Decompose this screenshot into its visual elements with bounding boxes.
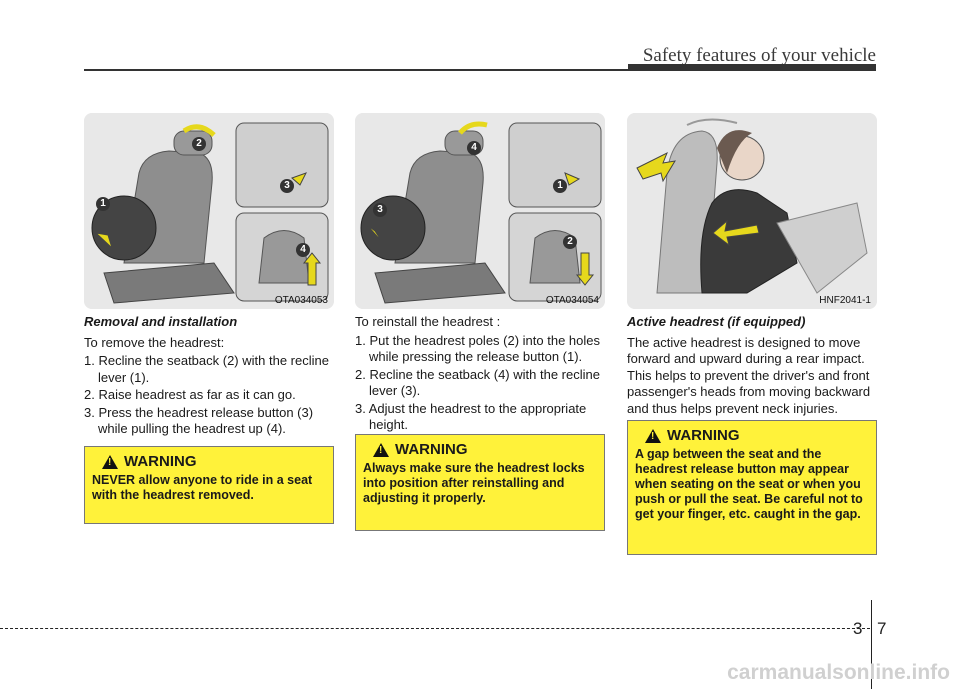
callout-3: 3	[280, 179, 294, 193]
image-caption: OTA034054	[545, 295, 599, 306]
active-headrest-body: The active headrest is designed to move …	[627, 334, 871, 416]
removal-step-2: 2. Raise headrest as far as it can go.	[84, 387, 296, 402]
reinstall-intro: To reinstall the headrest :	[355, 314, 501, 329]
warning-body: Always make sure the headrest locks into…	[363, 461, 585, 505]
warning-body: NEVER allow anyone to ride in a seat wit…	[92, 473, 313, 502]
active-headrest-heading: Active headrest (if equipped)	[627, 314, 806, 329]
warning-box-reinstall: WARNING Always make sure the headrest lo…	[355, 434, 605, 531]
header-tab	[628, 64, 876, 71]
page-number: 7	[877, 619, 887, 638]
callout-3: 3	[373, 203, 387, 217]
active-headrest-column: Active headrest (if equipped) The active…	[627, 314, 879, 419]
warning-box-active-headrest: WARNING A gap between the seat and the h…	[627, 420, 877, 555]
warning-icon	[373, 442, 389, 457]
warning-icon	[102, 454, 118, 469]
callout-2: 2	[192, 137, 206, 151]
warning-title: WARNING	[395, 441, 468, 458]
removal-column: Removal and installation To remove the h…	[84, 314, 336, 439]
seat-reinstall-illustration: 1 2 3 4 OTA034054	[355, 113, 605, 309]
chapter-number: 3	[853, 619, 863, 638]
warning-box-removal: WARNING NEVER allow anyone to ride in a …	[84, 446, 334, 524]
active-headrest-illustration: HNF2041-1	[627, 113, 877, 309]
callout-1: 1	[553, 179, 567, 193]
reinstall-step-3: 3. Adjust the headrest to the appropriat…	[355, 400, 587, 433]
removal-heading: Removal and installation	[84, 314, 238, 329]
warning-title: WARNING	[667, 427, 740, 444]
reinstall-step-2: 2. Recline the seatback (4) with the rec…	[355, 366, 600, 399]
warning-title: WARNING	[124, 453, 197, 470]
callout-4: 4	[467, 141, 481, 155]
watermark: carmanualsonline.info	[727, 661, 950, 684]
callout-2: 2	[563, 235, 577, 249]
reinstall-step-1: 1. Put the headrest poles (2) into the h…	[355, 332, 600, 365]
footer-rule	[0, 628, 870, 629]
warning-body: A gap between the seat and the headrest …	[635, 447, 863, 521]
image-caption: HNF2041-1	[819, 295, 871, 306]
warning-icon	[645, 428, 661, 443]
footer-divider	[871, 600, 872, 689]
removal-intro: To remove the headrest:	[84, 334, 225, 350]
removal-step-1: 1. Recline the seatback (2) with the rec…	[84, 353, 329, 385]
callout-4: 4	[296, 243, 310, 257]
reinstall-column: To reinstall the headrest : 1. Put the h…	[355, 314, 607, 435]
header-rule	[84, 69, 876, 71]
removal-step-3: 3. Press the headrest release button (3)…	[84, 404, 314, 437]
image-caption: OTA034053	[274, 295, 328, 306]
seat-removal-illustration: 1 2 3 4 OTA034053	[84, 113, 334, 309]
callout-1: 1	[96, 197, 110, 211]
section-title: Safety features of your vehicle	[642, 45, 876, 66]
